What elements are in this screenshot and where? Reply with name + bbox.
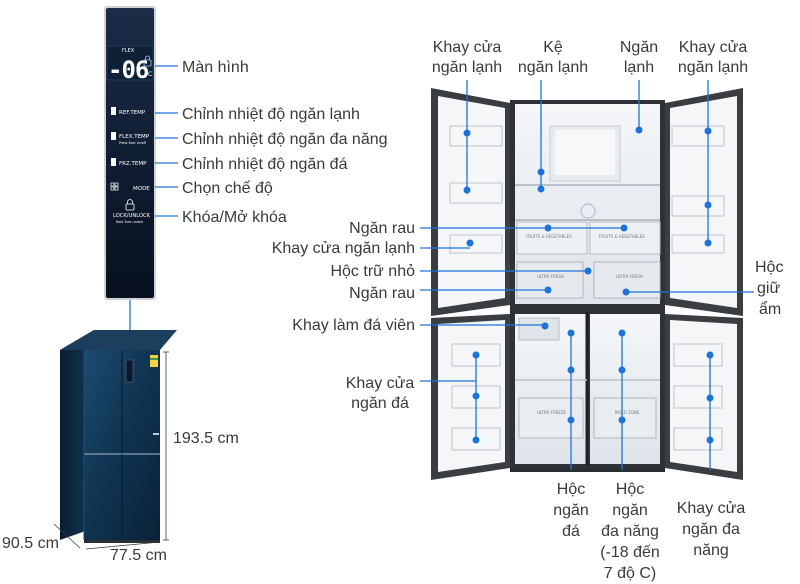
flex-indicator: FLEX (122, 48, 135, 54)
ref-temp-button[interactable]: REF.TEMP (111, 107, 146, 116)
top-door-tray-left-l1: Khay cửa (433, 39, 502, 56)
callout-ref: Chỉnh nhiệt độ ngăn lạnh (182, 106, 360, 123)
energy-label (150, 355, 158, 367)
depth-dimension: 90.5 cm (2, 535, 59, 552)
closed-fridge (60, 330, 177, 543)
callout-frz: Chỉnh nhiệt độ ngăn đá (182, 156, 348, 173)
label-crisper-l3: ẩm (759, 300, 781, 318)
top-fridge-l2: lạnh (624, 59, 654, 76)
open-fridge: FRUITS & VEGETABLES FRUITS & VEGETABLES … (431, 88, 743, 480)
unit-label: °C (145, 71, 152, 78)
flex-temp-label: FLEX.TEMP (119, 134, 150, 140)
label-flex-drawer-l2: ngăn (612, 502, 648, 519)
veg-drawer-label-a: FRUITS & VEGETABLES (526, 234, 572, 239)
dimension-lines: 193.5 cm 90.5 cm 77.5 cm (2, 351, 239, 564)
lock-icon (125, 199, 135, 211)
label-flex-door-tray-l2: ngăn đa (682, 521, 740, 538)
top-door-tray-right-l2: ngăn lạnh (678, 59, 748, 76)
mode-button[interactable]: MODE (110, 182, 150, 192)
callout-display: Màn hình (182, 59, 249, 76)
callout-lock: Khóa/Mở khóa (182, 209, 287, 226)
lock-button[interactable]: LOCK/UNLOCK Hold 3sec unlock (113, 199, 151, 225)
fridge-icon (111, 107, 116, 115)
label-door-tray-fridge: Khay cửa ngăn lạnh (272, 240, 415, 257)
callout-flex: Chỉnh nhiệt độ ngăn đa năng (182, 131, 388, 148)
top-shelf-l2: ngăn lạnh (518, 59, 588, 76)
veg-drawer-label-b: FRUITS & VEGETABLES (599, 234, 645, 239)
flex-temp-button[interactable]: FLEX.TEMP Press 3sec on/off (111, 132, 150, 145)
temperature-readout: -06 (108, 56, 149, 84)
width-dimension: 77.5 cm (110, 547, 167, 564)
frz-temp-label: FRZ.TEMP (119, 161, 147, 167)
label-freezer-drawer-l3: đá (562, 523, 580, 540)
label-freezer-door-tray-l1: Khay cửa (346, 375, 415, 392)
label-ice-tray: Khay làm đá viên (292, 317, 415, 334)
label-small-box: Hộc trữ nhỏ (330, 263, 415, 280)
lock-sub: Hold 3sec unlock (116, 220, 143, 224)
flex-icon (111, 132, 116, 140)
label-freezer-door-tray-l2: ngăn đá (351, 395, 409, 412)
top-fridge-l1: Ngăn (620, 39, 658, 56)
mode-label: MODE (133, 186, 150, 192)
ultra-freeze-left: ULTRA FREEZE (537, 410, 567, 415)
lock-label: LOCK/UNLOCK (113, 213, 151, 219)
freezer-icon (111, 158, 116, 166)
control-panel: FLEX -06 °C REF.TEMP FLEX.TEMP Press 3se… (104, 6, 156, 300)
ref-temp-label: REF.TEMP (119, 110, 146, 116)
label-veg-1: Ngăn rau (349, 220, 415, 237)
label-veg-2: Ngăn rau (349, 285, 415, 302)
top-door-tray-right-l1: Khay cửa (679, 39, 748, 56)
mode-icon (110, 182, 119, 191)
lock-status-icon (143, 55, 152, 67)
label-flex-drawer-l3: đa năng (601, 523, 659, 540)
ultra-fresh-right: ULTRA FRESH (616, 274, 643, 279)
label-flex-door-tray-l3: năng (693, 542, 729, 559)
label-flex-drawer-l1: Hộc (616, 481, 644, 498)
multi-zone-right: MULTI ZONE (615, 410, 640, 415)
label-flex-door-tray-l1: Khay cửa (677, 500, 746, 517)
top-shelf-l1: Kệ (543, 39, 563, 56)
fridge-callouts: Khay cửa ngăn lạnh Kệ ngăn lạnh Ngăn lạn… (272, 39, 784, 582)
top-door-tray-left-l2: ngăn lạnh (432, 59, 502, 76)
mini-panel (125, 359, 134, 383)
label-flex-drawer-l4: (-18 đến (600, 544, 660, 561)
label-flex-drawer-l5: 7 độ C) (604, 565, 656, 582)
frz-temp-button[interactable]: FRZ.TEMP (111, 158, 147, 167)
flex-temp-sub: Press 3sec on/off (119, 141, 147, 145)
ultra-fresh-left: ULTRA FRESH (537, 274, 564, 279)
label-freezer-drawer-l1: Hộc (557, 481, 585, 498)
callout-mode: Chọn chế độ (182, 180, 273, 197)
label-crisper-l1: Hộc (755, 259, 783, 276)
label-crisper-l2: giữ (757, 280, 780, 297)
height-dimension: 193.5 cm (173, 430, 239, 447)
label-freezer-drawer-l2: ngăn (553, 502, 589, 519)
